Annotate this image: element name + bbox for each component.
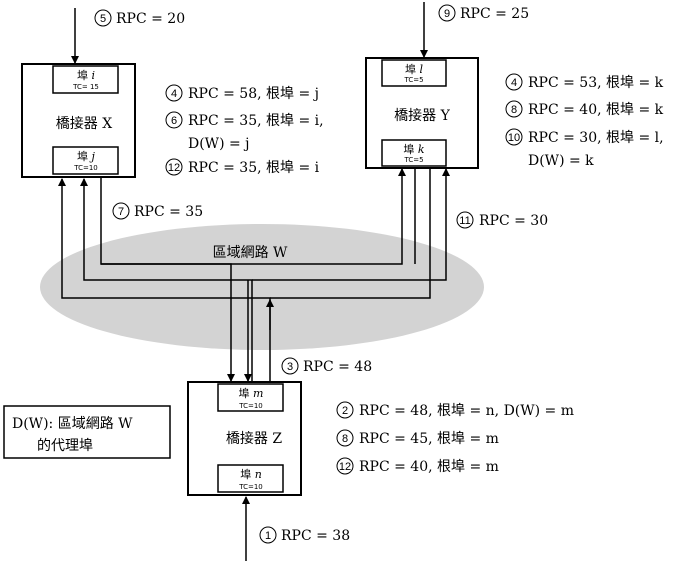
bridge-z-port-m: 埠 m TC=10 (217, 383, 284, 412)
step-number: 10 (508, 132, 520, 144)
lan-w-label: 區域網路 W (213, 245, 288, 261)
wire-x-to-y (101, 168, 406, 265)
step-text: RPC = 35 (134, 204, 203, 220)
lan-wiring (58, 168, 450, 382)
step-number: 12 (168, 162, 180, 174)
state-text: RPC = 35, 根埠 = i, (188, 112, 324, 129)
step-text: RPC = 38 (281, 528, 350, 544)
wire-z-to-y (252, 168, 450, 281)
bridge-x-title: 橋接器 X (56, 115, 112, 132)
state-text: RPC = 40, 根埠 = k (528, 101, 664, 118)
port-var: i (91, 69, 95, 82)
port-var: l (419, 63, 423, 76)
port-var: n (255, 468, 262, 481)
port-label: 埠 (240, 467, 255, 481)
port-label: 埠 (77, 149, 92, 163)
port-tc: TC=5 (403, 76, 423, 84)
step-number: 8 (511, 104, 517, 116)
state-text: RPC = 58, 根埠 = j (188, 85, 319, 102)
svg-text:埠 k: 埠 k (403, 142, 425, 156)
bridge-y-title: 橋接器 Y (394, 107, 450, 124)
wire-z-to-x-far (58, 178, 271, 382)
state-text-2: D(W) = j (188, 136, 250, 152)
y-state-8: 8 RPC = 40, 根埠 = k (505, 100, 664, 118)
legend-line-1: D(W): 區域網路 W (12, 416, 133, 432)
state-text-2: D(W) = k (528, 153, 594, 169)
svg-text:埠 i: 埠 i (77, 68, 95, 82)
x-state-12: 12 RPC = 35, 根埠 = i (165, 158, 320, 176)
state-text: RPC = 40, 根埠 = m (359, 458, 499, 475)
step-number: 7 (118, 206, 124, 218)
port-label: 埠 (77, 68, 92, 82)
port-var: k (418, 143, 425, 156)
state-text: RPC = 35, 根埠 = i (188, 159, 320, 176)
bridge-y-port-l: 埠 l TC=5 (381, 59, 447, 87)
step-number: 3 (287, 361, 293, 373)
x-state-4: 4 RPC = 58, 根埠 = j (165, 84, 319, 102)
port-tc: TC=10 (238, 483, 263, 491)
wire-z-to-x-outer (80, 178, 253, 382)
step-1: 1 RPC = 38 (259, 526, 350, 544)
port-tc: TC=10 (73, 164, 98, 172)
step-text: RPC = 20 (116, 11, 185, 27)
bridge-y: 埠 l TC=5 橋接器 Y 埠 k TC=5 (365, 57, 479, 169)
state-text: RPC = 48, 根埠 = n, D(W) = m (359, 402, 574, 419)
y-state-10: 10 RPC = 30, 根埠 = l, D(W) = k (505, 128, 664, 169)
state-text: RPC = 30, 根埠 = l, (528, 129, 664, 146)
step-number: 11 (459, 215, 470, 227)
wire-y-to-z (270, 168, 431, 299)
step-3: 3 RPC = 48 (281, 357, 372, 375)
port-tc: TC=5 (403, 156, 423, 164)
step-number: 6 (171, 115, 177, 127)
step-number: 2 (342, 405, 348, 417)
bridge-x: 埠 i TC= 15 橋接器 X 埠 j TC=10 (21, 63, 136, 178)
port-label: 埠 (403, 142, 418, 156)
bridge-x-port-i: 埠 i TC= 15 (52, 65, 119, 94)
z-state-12: 12 RPC = 40, 根埠 = m (336, 457, 499, 475)
port-label: 埠 (239, 386, 254, 400)
step-text: RPC = 30 (479, 213, 548, 229)
step-11: 11 RPC = 30 (456, 211, 548, 229)
step-text: RPC = 48 (303, 359, 372, 375)
svg-text:埠 l: 埠 l (405, 62, 424, 76)
port-var: m (253, 387, 263, 400)
y-state-4: 4 RPC = 53, 根埠 = k (505, 73, 664, 91)
step-number: 8 (342, 433, 348, 445)
bridge-z-port-n: 埠 n TC=10 (217, 464, 284, 493)
lan-w-ellipse (40, 224, 484, 350)
step-5: 5 RPC = 20 (94, 9, 185, 27)
svg-text:埠 n: 埠 n (240, 467, 262, 481)
legend-line-2: 的代理埠 (37, 437, 93, 454)
svg-text:埠 m: 埠 m (239, 386, 264, 400)
step-number: 4 (511, 77, 517, 89)
step-number: 5 (100, 13, 106, 25)
svg-text:埠 j: 埠 j (77, 149, 96, 163)
port-tc: TC= 15 (72, 83, 99, 91)
step-9: 9 RPC = 25 (438, 4, 529, 22)
legend-box: D(W): 區域網路 W 的代理埠 (3, 405, 171, 459)
port-label: 埠 (405, 62, 420, 76)
state-text: RPC = 53, 根埠 = k (528, 74, 664, 91)
x-state-6: 6 RPC = 35, 根埠 = i, D(W) = j (165, 111, 324, 152)
step-text: RPC = 25 (460, 6, 529, 22)
state-text: RPC = 45, 根埠 = m (359, 430, 499, 447)
port-tc: TC=10 (238, 402, 263, 410)
z-state-2: 2 RPC = 48, 根埠 = n, D(W) = m (336, 401, 574, 419)
bridge-y-port-k: 埠 k TC=5 (381, 139, 447, 167)
step-number: 1 (265, 530, 271, 542)
step-number: 9 (444, 8, 450, 20)
port-var: j (89, 150, 96, 163)
bridge-z: 埠 m TC=10 橋接器 Z 埠 n TC=10 (187, 381, 302, 496)
step-7: 7 RPC = 35 (112, 202, 203, 220)
step-number: 12 (339, 461, 351, 473)
bridge-z-title: 橋接器 Z (226, 430, 282, 447)
z-state-8: 8 RPC = 45, 根埠 = m (336, 429, 499, 447)
bridge-x-port-j: 埠 j TC=10 (52, 146, 119, 175)
step-number: 4 (171, 88, 177, 100)
